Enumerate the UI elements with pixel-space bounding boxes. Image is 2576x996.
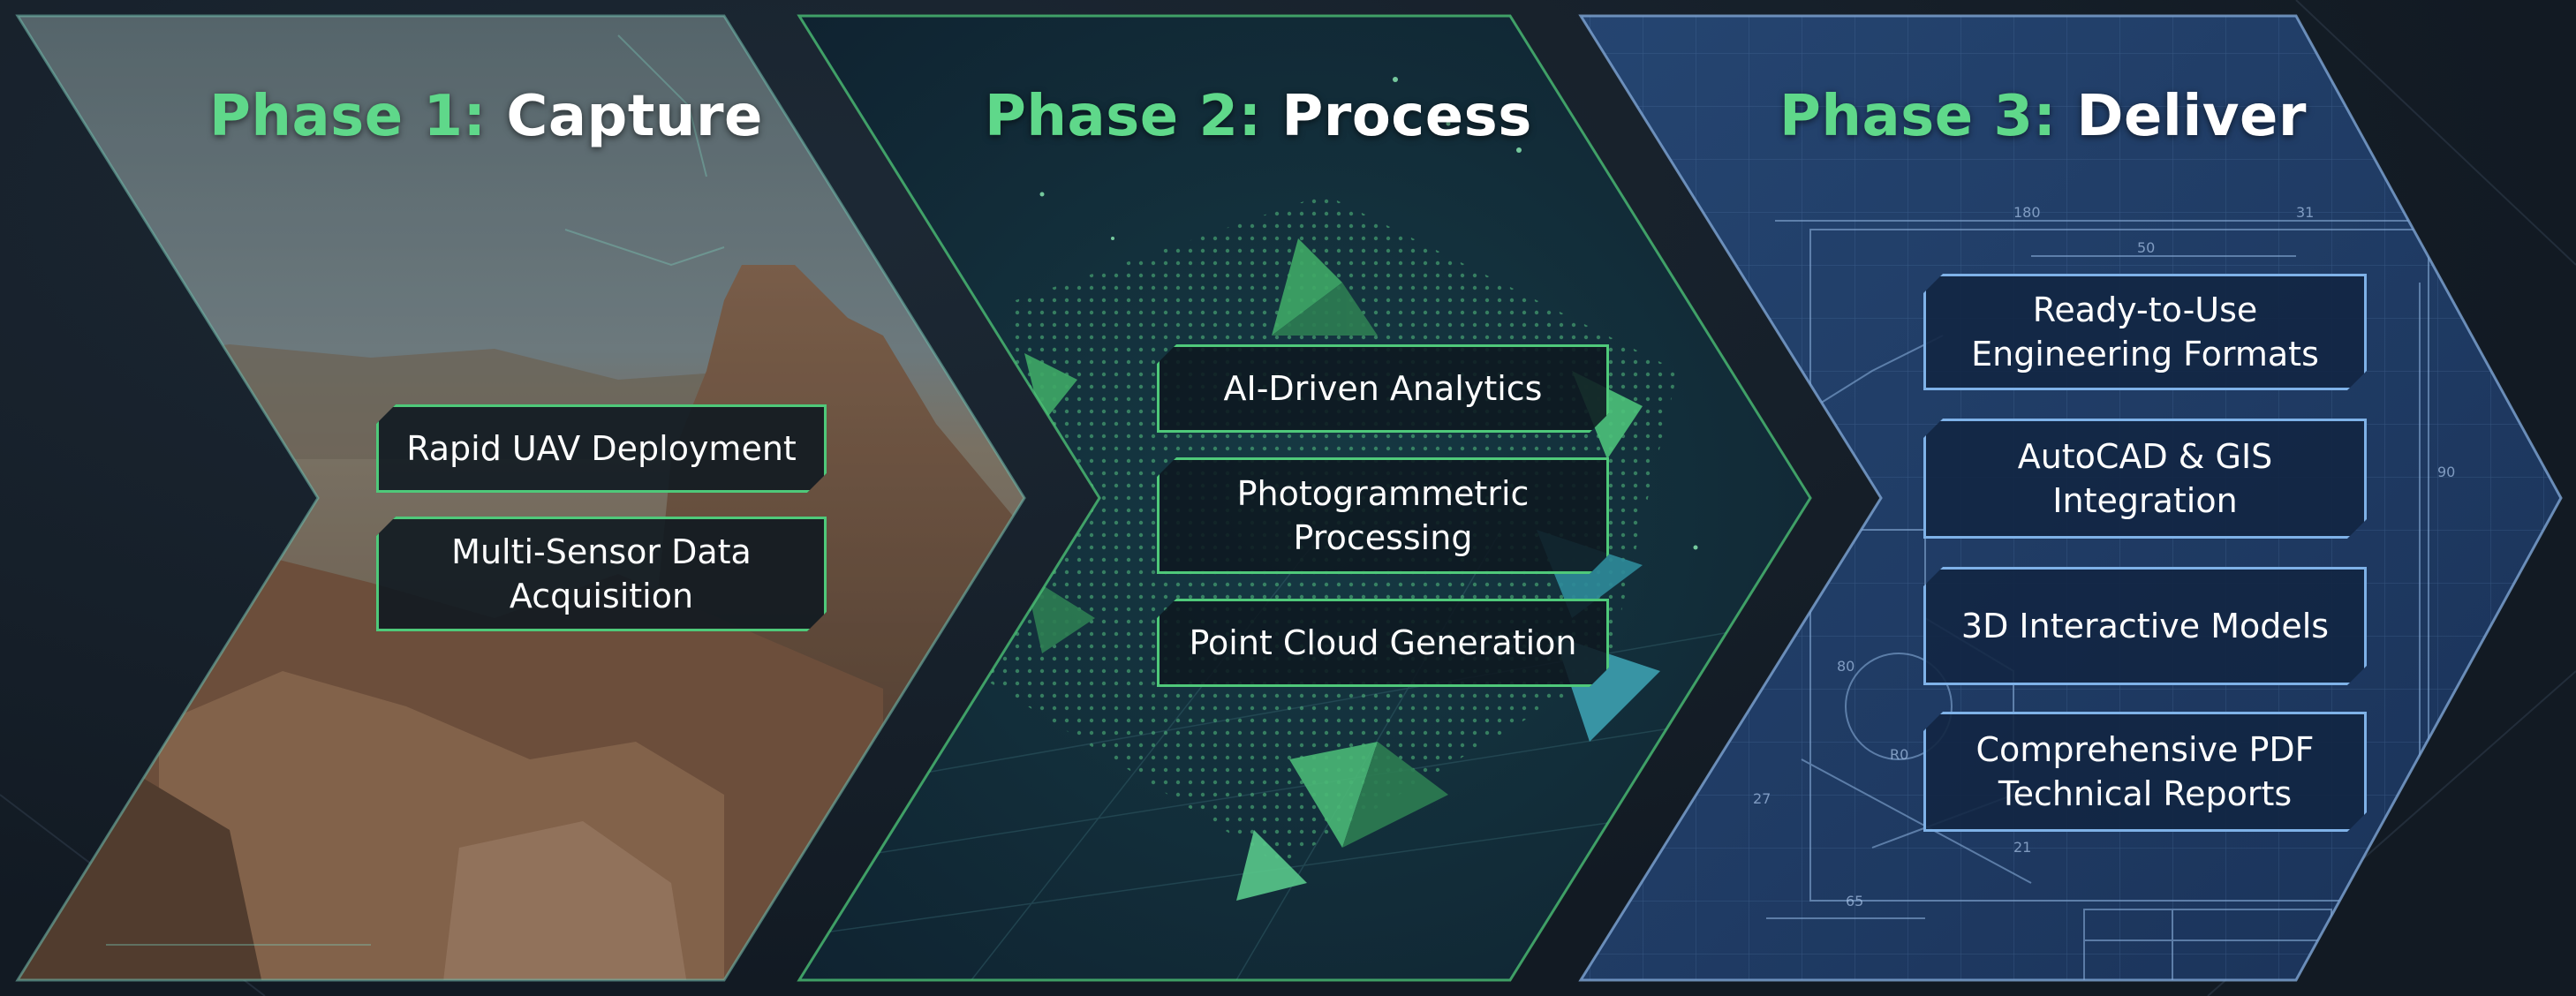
phase-3-item: Comprehensive PDF Technical Reports	[1923, 712, 2367, 832]
phase-1-number: Phase 1:	[209, 84, 487, 149]
phase-1-item: Rapid UAV Deployment	[376, 404, 827, 493]
dimension-label: 90	[2437, 464, 2455, 480]
dimension-label: 27	[1753, 790, 1771, 807]
dimension-label: 31	[2296, 204, 2314, 221]
phase-3-title: Phase 3: Deliver	[1779, 84, 2307, 163]
phase-3-item: AutoCAD & GIS Integration	[1923, 419, 2367, 539]
phase-2-name: Process	[1281, 84, 1532, 149]
phase-3-item: Ready-to-Use Engineering Formats	[1923, 274, 2367, 390]
phase-2-item: AI-Driven Analytics	[1157, 344, 1609, 433]
phase-3-name: Deliver	[2076, 84, 2307, 149]
dimension-label: 21	[2013, 839, 2031, 856]
dimension-label: 50	[2137, 239, 2155, 256]
phase-2-title: Phase 2: Process	[985, 84, 1532, 163]
phase-3-item: 3D Interactive Models	[1923, 567, 2367, 685]
dimension-label: 80	[1837, 658, 1855, 675]
dimension-label: 180	[2013, 204, 2041, 221]
dimension-label: R0	[1890, 746, 1908, 763]
phase-2-item: Point Cloud Generation	[1157, 599, 1609, 687]
blueprint-dimension-labels: 180 31 50 80 R0 27 65 21 90	[1753, 204, 2455, 909]
phase-1-name: Capture	[506, 84, 763, 149]
phase-2-item: Photogrammetric Processing	[1157, 457, 1609, 574]
phase-2-number: Phase 2:	[985, 84, 1262, 149]
phase-1-title: Phase 1: Capture	[209, 84, 763, 163]
phase-3-number: Phase 3:	[1779, 84, 2057, 149]
phase-1-item: Multi-Sensor Data Acquisition	[376, 517, 827, 631]
dimension-label: 65	[1846, 893, 1863, 909]
